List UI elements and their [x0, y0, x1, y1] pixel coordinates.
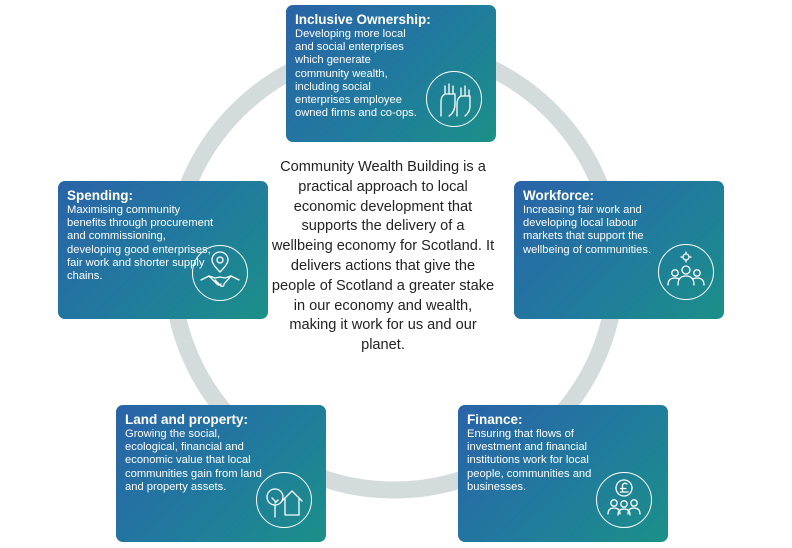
card-text: Increasing fair work and developing loca… [523, 204, 652, 256]
location-handshake-icon [192, 245, 248, 301]
card-text: Ensuring that flows of investment and fi… [467, 428, 592, 493]
finance-card: Finance: Ensuring that flows of investme… [458, 405, 668, 542]
center-description: Community Wealth Building is a practical… [271, 159, 495, 354]
land-and-property-card: Land and property: Growing the social, e… [116, 405, 326, 542]
card-title: Inclusive Ownership: [295, 12, 431, 27]
card-text: Growing the social, ecological, financia… [125, 428, 262, 493]
card-title: Workforce: [523, 188, 595, 203]
spending-card: Spending: Maximising community benefits … [58, 181, 268, 319]
card-title: Finance: [467, 412, 523, 427]
raised-hands-icon [426, 71, 482, 127]
people-gear-icon [658, 244, 714, 300]
card-title: Spending: [67, 188, 133, 203]
inclusive-ownership-card: Inclusive Ownership: Developing more loc… [286, 5, 496, 142]
card-text: Maximising community benefits through pr… [67, 204, 214, 283]
workforce-card: Workforce: Increasing fair work and deve… [514, 181, 724, 319]
card-title: Land and property: [125, 412, 249, 427]
card-text: Developing more local and social enterpr… [295, 28, 417, 120]
tree-house-icon [256, 472, 312, 528]
pound-people-icon [596, 472, 652, 528]
